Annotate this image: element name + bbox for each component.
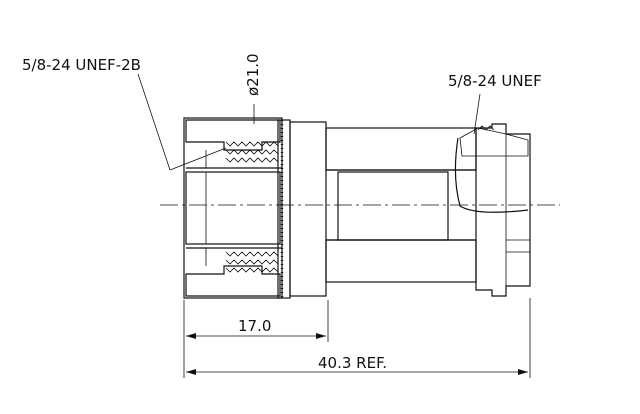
overall-length-dimension: 40.3 REF. (318, 354, 387, 372)
left-thread-callout: 5/8-24 UNEF-2B (22, 56, 141, 74)
inner-length-dimension: 17.0 (238, 317, 271, 335)
leader-right-thread (473, 93, 481, 135)
dim-overall (186, 298, 531, 378)
leader-left-thread (137, 73, 171, 171)
internal-thread-bottom (225, 251, 279, 273)
internal-thread-top (225, 141, 279, 163)
right-thread-callout: 5/8-24 UNEF (448, 72, 542, 90)
dim-inner (183, 300, 329, 378)
diameter-callout: ø21.0 (244, 53, 262, 96)
leader-left-thread-2 (169, 147, 227, 171)
rear-nut (454, 123, 531, 297)
coupling-nut (183, 117, 283, 299)
center-insulator (185, 171, 281, 245)
main-body (289, 121, 477, 297)
